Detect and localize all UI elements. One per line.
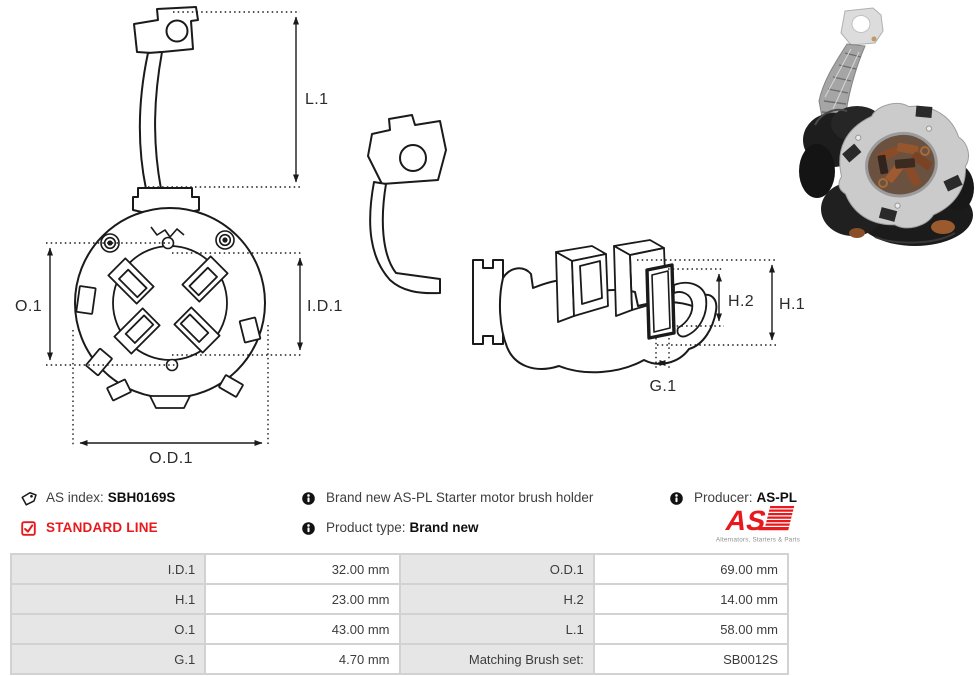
spec-row: G.1 4.70 mm Matching Brush set: SB0012S <box>9 643 790 675</box>
dim-label-g1: G.1 <box>650 378 677 395</box>
spec-value-cell: 58.00 mm <box>592 613 790 645</box>
as-index-row: AS index: SBH0169S <box>20 489 175 507</box>
checkbox-checked-icon <box>21 520 36 536</box>
product-type-value: Brand new <box>409 520 479 535</box>
as-pl-logo-text: AS <box>723 505 770 537</box>
copper-brushes <box>876 142 933 188</box>
dim-label-id1: I.D.1 <box>307 298 343 315</box>
spec-label-cell: O.D.1 <box>398 553 595 585</box>
spec-value-cell: 14.00 mm <box>592 583 790 615</box>
spec-label-cell: Matching Brush set: <box>398 643 595 675</box>
dim-label-o1: O.1 <box>15 298 42 315</box>
tag-icon <box>21 491 37 506</box>
spec-value-cell: 43.00 mm <box>204 613 401 645</box>
spec-value-cell: SB0012S <box>592 643 790 675</box>
as-index-value: SBH0169S <box>107 490 176 505</box>
producer-label: Producer: <box>694 490 753 505</box>
dim-label-od1: O.D.1 <box>149 450 193 467</box>
lead-wire <box>138 51 163 190</box>
standard-line-row: STANDARD LINE <box>20 519 158 537</box>
producer-value: AS-PL <box>756 490 798 505</box>
spec-value-cell: 23.00 mm <box>204 583 401 615</box>
spec-label-cell: G.1 <box>9 643 207 675</box>
description-row: Brand new AS-PL Starter motor brush hold… <box>300 489 593 507</box>
spec-row: O.1 43.00 mm L.1 58.00 mm <box>9 613 790 645</box>
as-pl-logo: AS Alternators, Starters & Parts <box>716 505 800 544</box>
standard-line-label: STANDARD LINE <box>46 520 158 535</box>
spec-value-cell: 69.00 mm <box>592 553 790 585</box>
spec-row: I.D.1 32.00 mm O.D.1 69.00 mm <box>9 553 790 585</box>
spec-label-cell: O.1 <box>9 613 207 645</box>
spec-label-cell: H.2 <box>398 583 595 615</box>
product-type-label: Product type: <box>326 520 406 535</box>
dim-label-h1: H.1 <box>779 296 805 313</box>
info-icon <box>670 491 683 505</box>
dim-label-l1: L.1 <box>305 91 328 108</box>
as-index-label: AS index: <box>46 490 104 505</box>
spec-label-cell: I.D.1 <box>9 553 207 585</box>
info-icon <box>302 521 315 535</box>
spec-row: H.1 23.00 mm H.2 14.00 mm <box>9 583 790 615</box>
description-text: Brand new AS-PL Starter motor brush hold… <box>326 490 594 505</box>
spec-label-cell: L.1 <box>398 613 595 645</box>
as-pl-tagline: Alternators, Starters & Parts <box>716 537 800 544</box>
spec-label-cell: H.1 <box>9 583 207 615</box>
spec-value-cell: 32.00 mm <box>204 553 401 585</box>
product-type-row: Product type: Brand new <box>300 519 479 537</box>
front-view-drawing: L.1 O.1 I.D.1 O.D.1 <box>15 6 343 467</box>
lead-wire-side <box>369 181 441 295</box>
product-photo[interactable] <box>795 5 975 250</box>
dim-label-h2: H.2 <box>728 293 754 310</box>
info-icon <box>302 491 315 505</box>
spec-value-cell: 4.70 mm <box>204 643 401 675</box>
specs-table: I.D.1 32.00 mm O.D.1 69.00 mm H.1 23.00 … <box>9 553 790 675</box>
side-view-drawing: H.2 H.1 G.1 <box>367 114 805 395</box>
producer-row: Producer: AS-PL <box>668 489 797 507</box>
